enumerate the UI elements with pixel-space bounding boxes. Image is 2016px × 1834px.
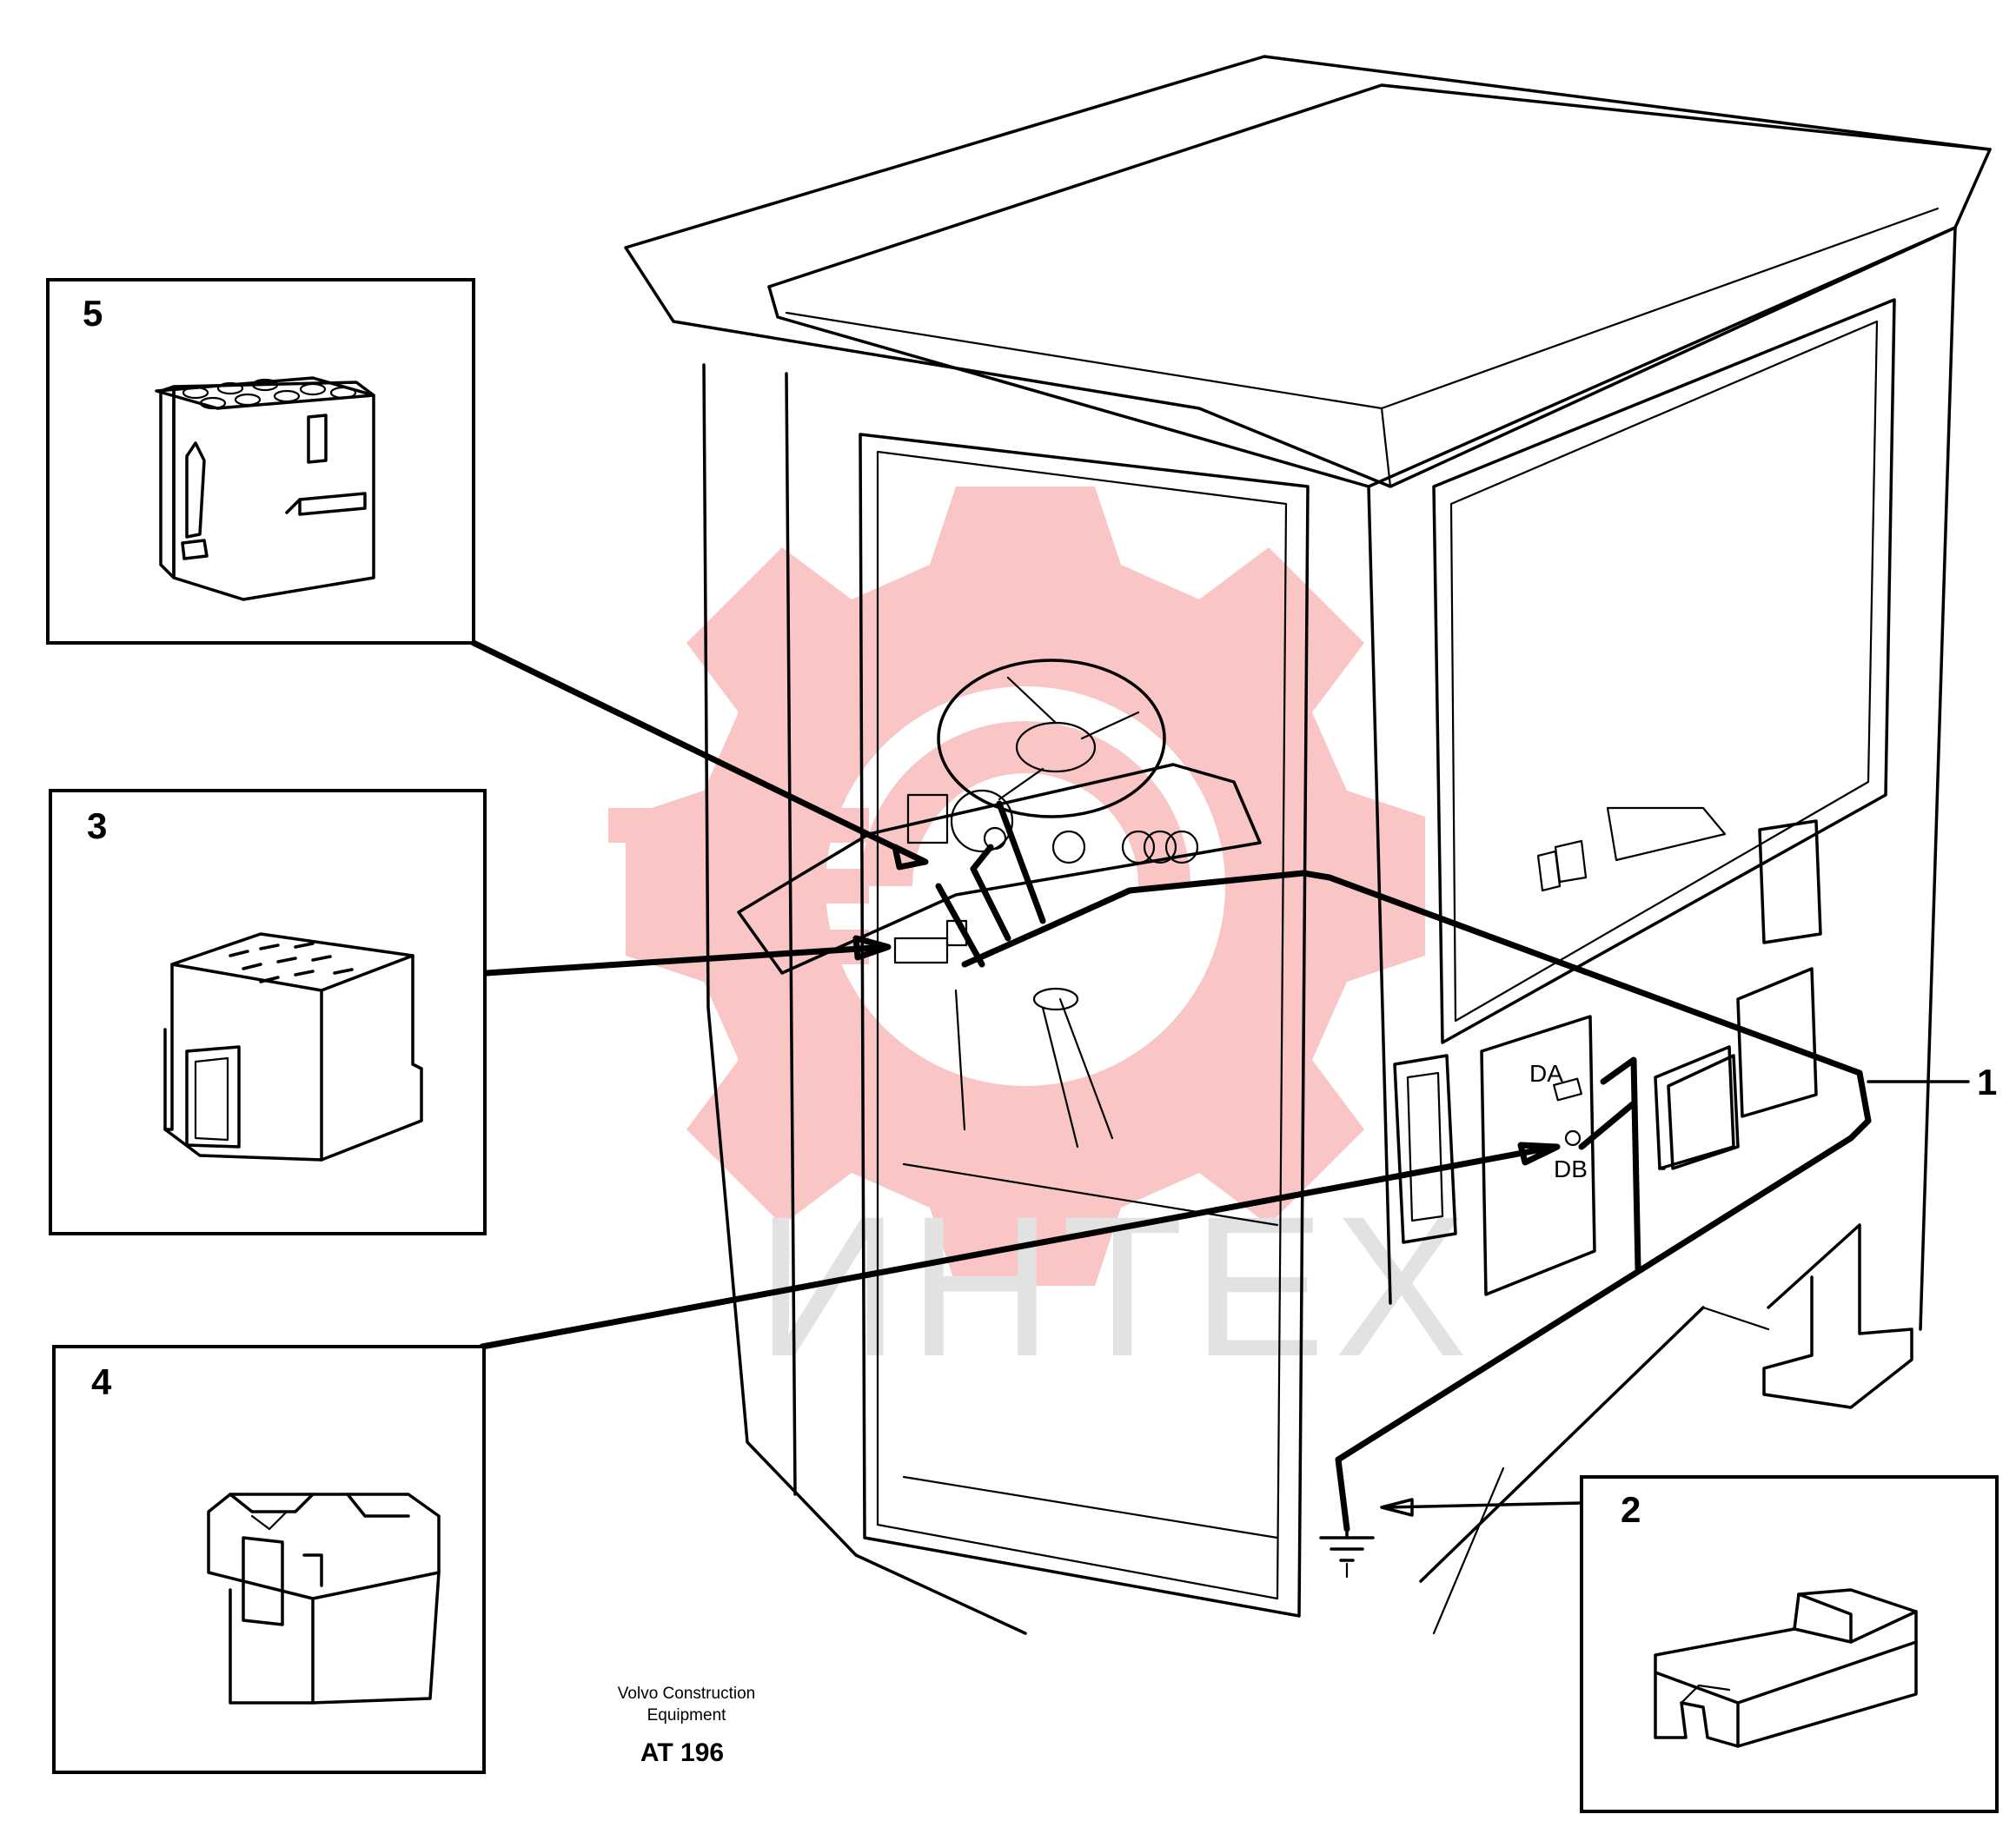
watermark-text: ИНТЕХ <box>756 1175 1476 1398</box>
drawing-code: AT 196 <box>640 1738 724 1767</box>
watermark-gear-logo: ИНТЕХ <box>608 487 1476 1398</box>
callout-box-5: 5 <box>46 278 475 645</box>
cab-body <box>702 226 1957 1635</box>
ground-symbol <box>1319 1527 1375 1579</box>
side-panels: DA DB <box>1393 806 1822 1296</box>
leader-lines <box>470 639 1970 1517</box>
credit-line-1: Volvo Construction <box>618 1685 755 1703</box>
connector-label-da: DA <box>1529 1060 1563 1087</box>
wiring-harness <box>935 800 1872 1533</box>
callout-number-2: 2 <box>1621 1489 1641 1530</box>
callout-number-1: 1 <box>1977 1062 1997 1102</box>
connector-4pin-icon <box>207 1493 441 1705</box>
connector-6pin-icon <box>163 932 423 1162</box>
credit-line-2: Equipment <box>647 1706 727 1725</box>
connector-label-db: DB <box>1554 1155 1588 1182</box>
cab-roof <box>624 55 1992 488</box>
connector-9pin-icon <box>155 376 375 601</box>
callout-box-3: 3 <box>49 789 487 1235</box>
callout-number-5: 5 <box>83 293 103 334</box>
callout-number-3: 3 <box>87 805 107 846</box>
callout-box-4: 4 <box>52 1345 486 1774</box>
cab-base <box>1419 1223 1913 1635</box>
callout-box-2: 2 <box>1580 1475 1999 1813</box>
credit-block: Volvo Construction Equipment AT 196 <box>618 1685 755 1767</box>
callout-number-4: 4 <box>91 1361 112 1402</box>
connector-2pin-icon <box>1654 1588 1918 1748</box>
dashboard <box>737 659 1262 1149</box>
